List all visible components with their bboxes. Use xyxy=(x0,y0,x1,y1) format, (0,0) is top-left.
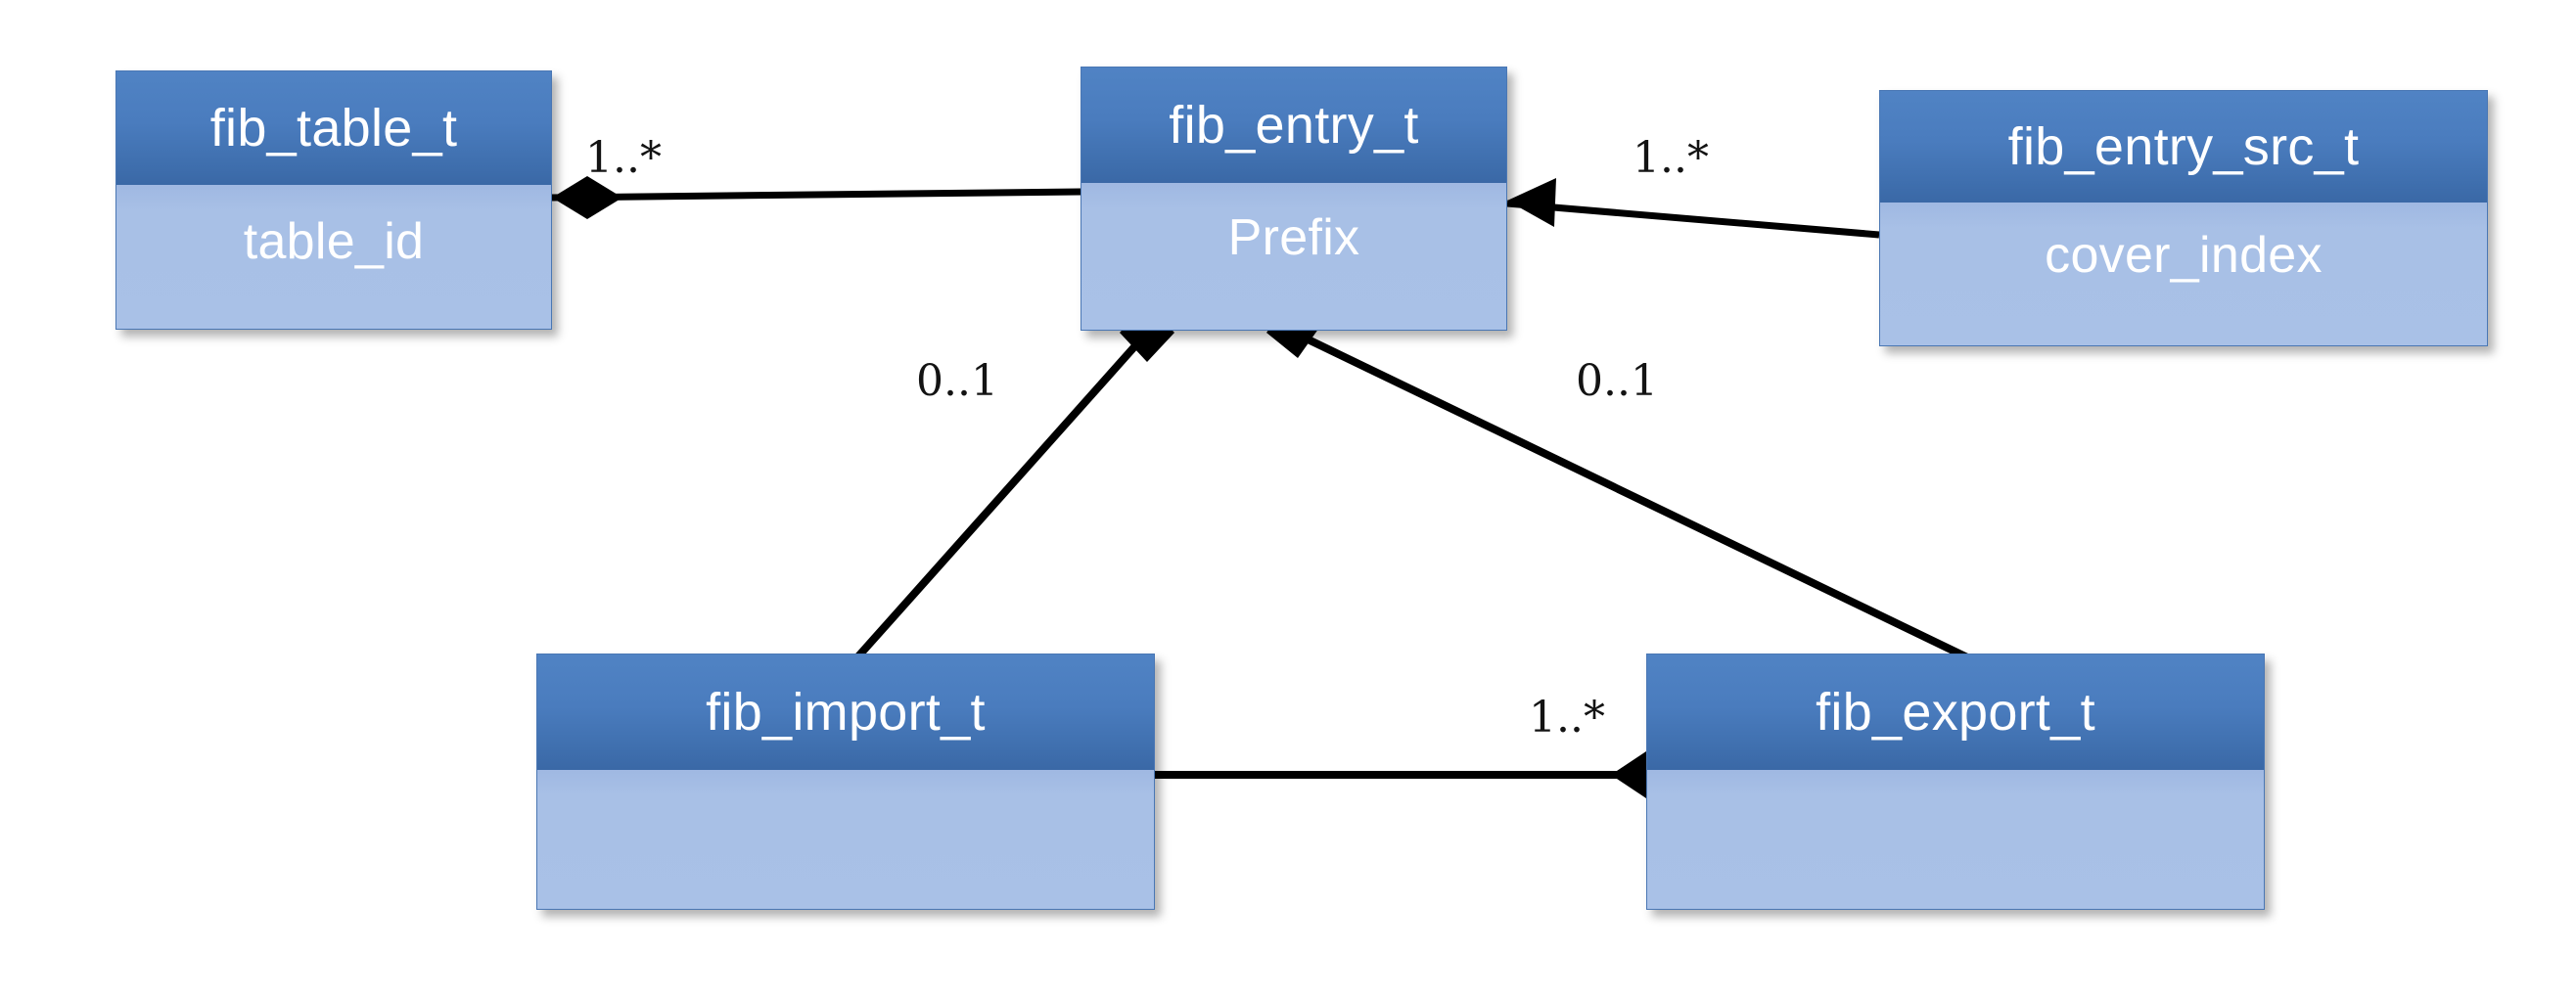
multiplicity-label-fib-table-t-fib-entry-t: 1..* xyxy=(585,133,662,183)
filled-arrow-marker xyxy=(1507,178,1556,227)
multiplicity-label-fib-entry-t-fib-export-t: 0..1 xyxy=(1576,356,1658,406)
edge-line xyxy=(1506,200,1880,239)
class-title: fib_entry_t xyxy=(1169,96,1419,155)
class-header: fib_import_t xyxy=(537,654,1154,770)
class-body: Prefix xyxy=(1081,183,1506,330)
class-header: fib_table_t xyxy=(116,71,551,185)
edge-fib-table-t-fib-entry-t[interactable] xyxy=(551,176,1081,219)
multiplicity-label-fib-import-t-fib-export-t: 1..* xyxy=(1529,693,1605,743)
class-header: fib_export_t xyxy=(1647,654,2264,770)
class-box-fib-entry-src-t[interactable]: fib_entry_src_t cover_index xyxy=(1879,90,2488,346)
edge-fib-entry-t-fib-entry-src-t[interactable] xyxy=(1506,178,1880,239)
class-attribute: cover_index xyxy=(2045,227,2323,284)
class-title: fib_table_t xyxy=(209,99,458,158)
multiplicity-label-fib-entry-t-fib-entry-src-t: 1..* xyxy=(1633,133,1709,183)
edge-line xyxy=(551,188,1081,202)
edge-line xyxy=(854,330,1150,660)
class-box-fib-table-t[interactable]: fib_table_t table_id xyxy=(115,70,552,330)
class-box-fib-export-t[interactable]: fib_export_t xyxy=(1646,654,2265,910)
class-title: fib_export_t xyxy=(1816,683,2095,742)
class-header: fib_entry_src_t xyxy=(1880,91,2487,203)
class-body xyxy=(537,770,1154,909)
class-header: fib_entry_t xyxy=(1081,68,1506,183)
edge-fib-entry-t-fib-import-t[interactable] xyxy=(854,303,1174,660)
class-title: fib_entry_src_t xyxy=(2007,117,2360,176)
class-attribute: Prefix xyxy=(1227,209,1360,266)
edge-line xyxy=(1292,329,1969,661)
filled-diamond-marker xyxy=(552,176,622,219)
class-box-fib-entry-t[interactable]: fib_entry_t Prefix xyxy=(1081,67,1507,331)
multiplicity-label-fib-entry-t-fib-import-t: 0..1 xyxy=(916,356,998,406)
edge-fib-entry-t-fib-export-t[interactable] xyxy=(1266,299,1969,661)
class-box-fib-import-t[interactable]: fib_import_t xyxy=(536,654,1155,910)
class-body xyxy=(1647,770,2264,909)
class-body: table_id xyxy=(116,185,551,329)
class-attribute: table_id xyxy=(243,213,425,270)
class-title: fib_import_t xyxy=(706,683,986,742)
edge-fib-import-t-fib-export-t[interactable] xyxy=(1155,751,1681,798)
class-body: cover_index xyxy=(1880,203,2487,345)
